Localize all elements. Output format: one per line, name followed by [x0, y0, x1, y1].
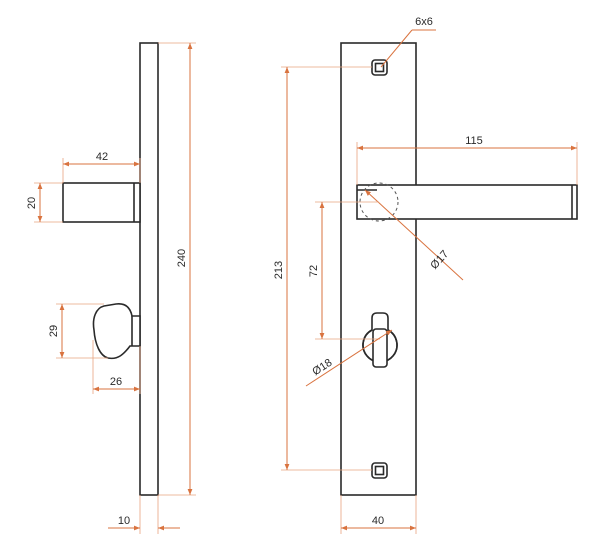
dim-label-115: 115: [465, 135, 483, 147]
dim-line-d17: [364, 189, 464, 281]
front-plate: [340, 42, 417, 496]
lever-rose-hidden: [359, 182, 399, 222]
side-view: 42 20 29 26 240 10: [26, 42, 196, 534]
dim-label-213: 213: [273, 261, 285, 279]
bottom-screw-hole: [371, 462, 388, 479]
leader-6x6: [380, 29, 413, 68]
dim-label-10: 10: [118, 515, 130, 527]
top-screw-hole: [371, 59, 388, 76]
bottom-screw-square: [374, 465, 385, 476]
top-screw-square: [374, 62, 385, 73]
side-lever-handle: [62, 182, 141, 223]
dim-label-26: 26: [110, 376, 122, 388]
dim-label-42: 42: [96, 151, 108, 163]
side-thumb-turn-knob: [92, 303, 141, 360]
dim-line-d18: [305, 329, 393, 387]
side-plate: [139, 42, 159, 496]
dim-label-240: 240: [176, 249, 188, 267]
dim-label-20: 20: [26, 197, 38, 209]
dim-label-72: 72: [308, 265, 320, 277]
dim-label-29: 29: [48, 325, 60, 337]
front-lever-handle: [356, 184, 578, 220]
front-view: 6x6 115 Ø17 72 Ø18 213 40: [273, 16, 578, 534]
dim-label-40: 40: [372, 515, 384, 527]
front-thumb-turn-blade: [372, 328, 388, 368]
dim-label-6x6: 6x6: [415, 16, 433, 28]
